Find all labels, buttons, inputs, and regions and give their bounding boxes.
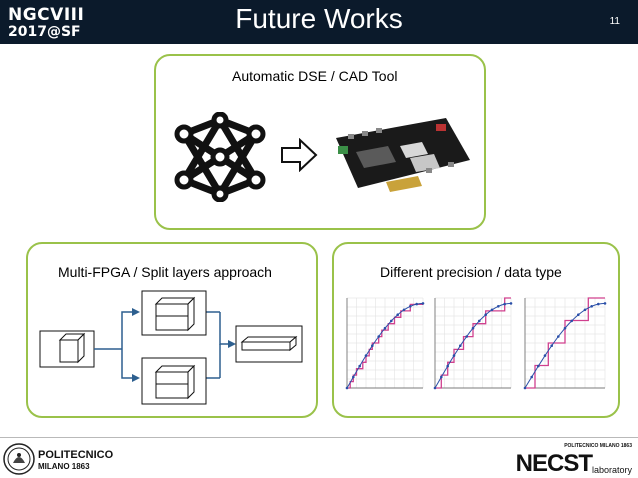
header-bar: NGCVIII 2017@SF Future Works 11: [0, 0, 638, 44]
right-arrow-icon: [281, 138, 318, 172]
polimi-name: POLITECNICO MILANO 1863: [38, 449, 113, 473]
polimi-line1: POLITECNICO: [38, 449, 114, 461]
multi-fpga-label: Multi-FPGA / Split layers approach: [58, 264, 272, 280]
multi-fpga-box: Multi-FPGA / Split layers approach: [26, 242, 318, 418]
necst-sub-text: laboratory: [591, 465, 632, 475]
necst-logo: NECST: [515, 450, 593, 477]
necst-top-text: POLITECNICO MILANO 1863: [564, 443, 632, 449]
precision-box: Different precision / data type: [332, 242, 620, 418]
flat-layer-icon: [235, 325, 303, 363]
layer-stack-icon: [141, 357, 207, 405]
fpga-board-image: [336, 118, 470, 192]
footer-divider: [0, 437, 638, 438]
conference-logo-line1: NGCVIII: [8, 5, 85, 25]
precision-plot-icon: [345, 297, 607, 390]
slide-number: 11: [609, 16, 620, 27]
layer-stack-icon: [141, 290, 207, 336]
neural-network-icon: [174, 112, 266, 202]
slide-title: Future Works: [235, 3, 403, 34]
dse-box: Automatic DSE / CAD Tool: [154, 54, 486, 230]
precision-label: Different precision / data type: [380, 264, 562, 280]
dse-label: Automatic DSE / CAD Tool: [232, 68, 398, 84]
polimi-seal-logo: [3, 443, 35, 475]
conference-logo-line2: 2017@SF: [8, 24, 81, 40]
split-layers-diagram: [39, 290, 303, 405]
input-cube-icon: [39, 330, 95, 368]
polimi-line2: MILANO 1863: [38, 462, 90, 471]
